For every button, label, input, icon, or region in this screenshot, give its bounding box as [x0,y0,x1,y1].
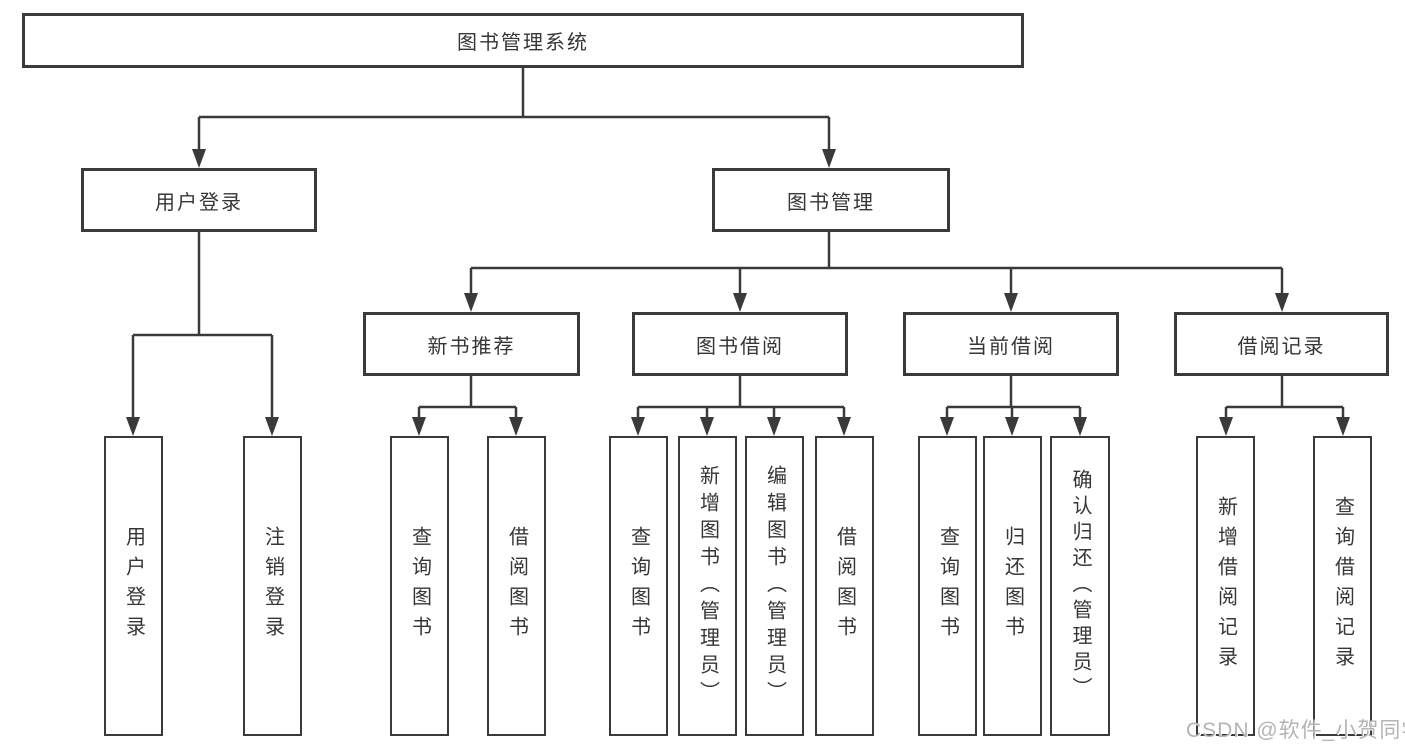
arrowhead-icon [940,417,954,436]
leaf-borrow-books-borrow: 借阅图书 [815,436,874,736]
leaf-logout-label: 注销登录 [261,526,284,646]
leaf-borrow-books-borrow-label: 借阅图书 [833,526,856,646]
leaf-query-borrow-record: 查询借阅记录 [1313,436,1372,736]
node-root-system: 图书管理系统 [22,13,1024,68]
leaf-query-borrow-record-label: 查询借阅记录 [1331,496,1354,676]
node-user-login-label: 用户登录 [155,191,243,214]
arrowhead-icon [509,417,523,436]
arrowhead-icon [837,417,851,436]
arrowhead-icon [700,417,714,436]
leaf-query-books-recommend-label: 查询图书 [408,526,431,646]
leaf-borrow-books-recommend: 借阅图书 [487,436,546,736]
leaf-borrow-books-recommend-label: 借阅图书 [505,526,528,646]
node-book-borrow-label: 图书借阅 [696,335,784,358]
leaf-query-books-borrow-label: 查询图书 [627,526,650,646]
arrowhead-icon [1005,417,1019,436]
arrowhead-icon [631,417,645,436]
node-borrow-records: 借阅记录 [1174,312,1389,376]
leaf-return-book: 归还图书 [983,436,1042,736]
csdn-watermark: CSDN @软件_小贺同学 [1186,719,1405,742]
arrowhead-icon [1336,417,1350,436]
leaf-add-book-admin-label: 新增图书（管理员） [696,464,719,708]
leaf-logout: 注销登录 [243,436,302,736]
node-new-book-recommend-label: 新书推荐 [427,335,516,358]
leaf-return-book-label: 归还图书 [1001,526,1024,646]
leaf-confirm-return-admin-label: 确认归还（管理员） [1069,469,1091,703]
arrowhead-icon [192,149,206,168]
leaf-confirm-return-admin: 确认归还（管理员） [1050,436,1110,736]
arrowhead-icon [822,149,836,168]
leaf-query-books-current: 查询图书 [918,436,977,736]
leaf-edit-book-admin-label: 编辑图书（管理员） [763,464,786,708]
arrowhead-icon [733,293,747,312]
node-book-borrow: 图书借阅 [632,312,848,376]
leaf-add-borrow-record-label: 新增借阅记录 [1214,496,1237,676]
node-book-management-label: 图书管理 [787,191,875,214]
node-root-label: 图书管理系统 [457,32,589,54]
node-current-borrow-label: 当前借阅 [967,335,1055,358]
arrowhead-icon [412,417,426,436]
node-current-borrow: 当前借阅 [903,312,1119,376]
leaf-query-books-borrow: 查询图书 [609,436,668,736]
leaf-query-books-recommend: 查询图书 [390,436,449,736]
node-book-management: 图书管理 [712,168,950,232]
arrowhead-icon [767,417,781,436]
arrowhead-icon [1073,417,1087,436]
arrowhead-icon [464,293,478,312]
arrowhead-icon [1004,293,1018,312]
leaf-edit-book-admin: 编辑图书（管理员） [745,436,804,736]
leaf-add-borrow-record: 新增借阅记录 [1196,436,1255,736]
arrowhead-icon [1275,293,1289,312]
leaf-add-book-admin: 新增图书（管理员） [678,436,737,736]
arrowhead-icon [126,417,140,436]
leaf-query-books-current-label: 查询图书 [936,526,959,646]
node-new-book-recommend: 新书推荐 [363,312,580,376]
node-borrow-records-label: 借阅记录 [1237,335,1326,358]
leaf-user-login: 用户登录 [104,436,163,736]
arrowhead-icon [265,417,279,436]
leaf-user-login-label: 用户登录 [122,526,145,646]
node-user-login: 用户登录 [81,168,317,232]
arrowhead-icon [1219,417,1233,436]
